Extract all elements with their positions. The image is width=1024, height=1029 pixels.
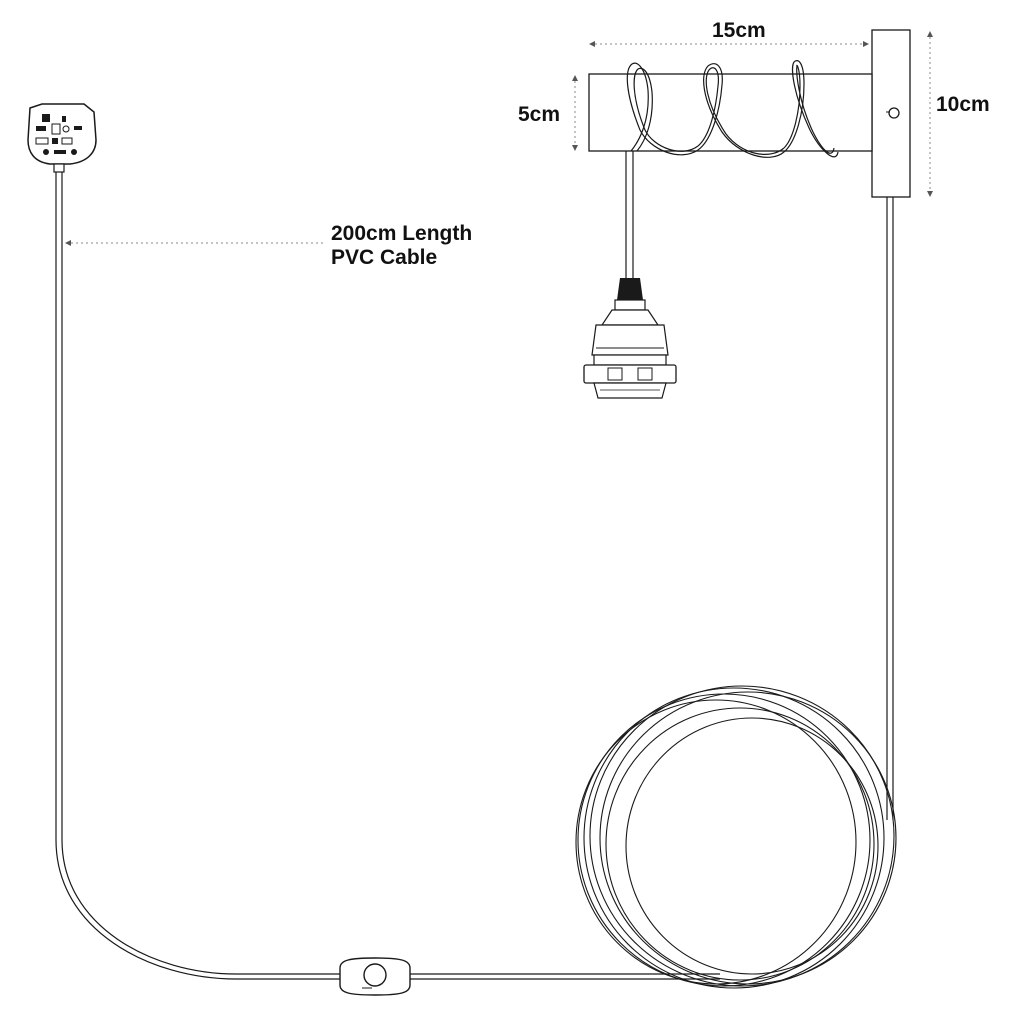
plate-height-dimension-label: 10cm bbox=[936, 93, 990, 116]
wooden-arm bbox=[588, 73, 873, 152]
inline-rotary-switch-icon bbox=[339, 957, 411, 996]
diameter-dimension-label: 5cm bbox=[518, 103, 561, 126]
width-dimension-label: 15cm bbox=[712, 19, 766, 42]
drop-cable bbox=[625, 151, 634, 278]
e27-lampholder-icon bbox=[583, 278, 677, 399]
uk-plug-icon bbox=[27, 103, 97, 173]
screw-icon bbox=[888, 107, 900, 119]
main-cable bbox=[55, 172, 894, 980]
wall-plate bbox=[871, 29, 911, 198]
dimension-lines bbox=[65, 31, 933, 246]
cable-length-callout: 200cm Length PVC Cable bbox=[331, 222, 472, 270]
cable-length-line2: PVC Cable bbox=[331, 246, 438, 269]
cable-length-line1: 200cm Length bbox=[331, 222, 473, 245]
wrapped-cable bbox=[626, 60, 839, 158]
cable-coil bbox=[575, 685, 897, 989]
